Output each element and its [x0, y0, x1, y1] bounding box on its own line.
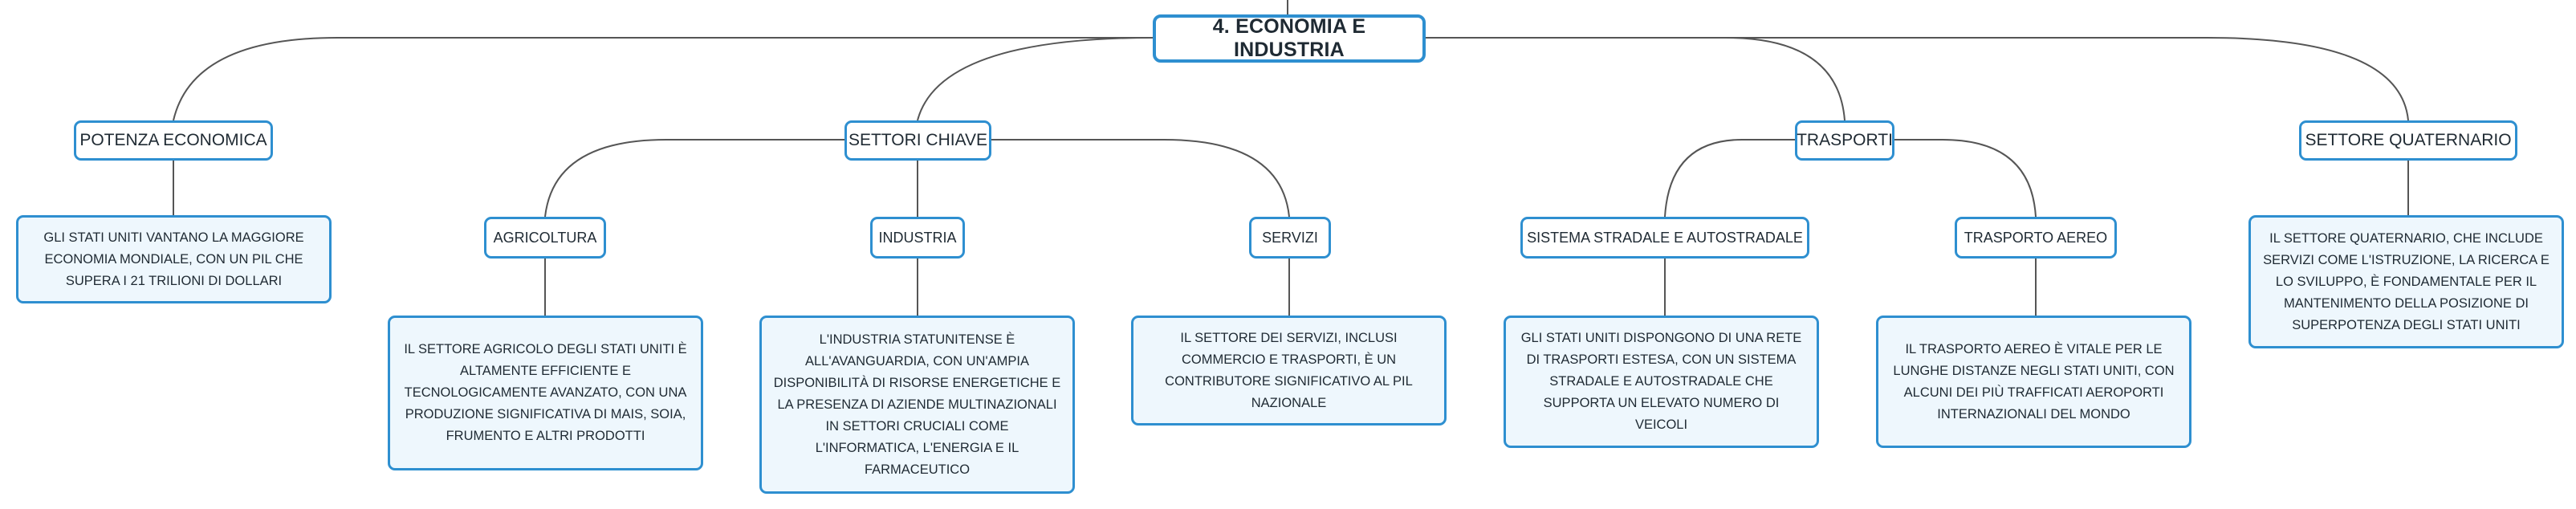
detail-text: IL SETTORE DEI SERVIZI, INCLUSI COMMERCI…: [1165, 330, 1413, 410]
detail-text: IL SETTORE QUATERNARIO, CHE INCLUDE SERV…: [2263, 230, 2550, 332]
detail-text: IL TRASPORTO AEREO È VITALE PER LE LUNGH…: [1893, 341, 2175, 421]
topic-label: SETTORE QUATERNARIO: [2305, 131, 2512, 149]
subtopic-label: SERVIZI: [1262, 229, 1318, 246]
connector-trasporti-stradale: [1664, 139, 1795, 218]
connector-trasporti-aereo: [1894, 139, 2037, 218]
subtopic-label: AGRICOLTURA: [493, 229, 597, 246]
detail-servizi[interactable]: IL SETTORE DEI SERVIZI, INCLUSI COMMERCI…: [1131, 316, 1447, 426]
connector-root-potenza: [173, 37, 1153, 121]
detail-text: GLI STATI UNITI DISPONGONO DI UNA RETE D…: [1520, 331, 1802, 432]
connector-root-quaternario: [1422, 37, 2409, 121]
subtopic-label: SISTEMA STRADALE E AUTOSTRADALE: [1527, 229, 1803, 246]
detail-text: GLI STATI UNITI VANTANO LA MAGGIORE ECON…: [43, 230, 304, 288]
topic-label: POTENZA ECONOMICA: [79, 131, 267, 149]
connector-settori-servizi: [991, 139, 1290, 218]
detail-potenza-economica[interactable]: GLI STATI UNITI VANTANO LA MAGGIORE ECON…: [16, 215, 332, 303]
topic-label: TRASPORTI: [1797, 131, 1893, 149]
topic-label: SETTORI CHIAVE: [848, 131, 988, 149]
connector-root-settori: [917, 37, 1154, 121]
subtopic-industria[interactable]: INDUSTRIA: [870, 217, 965, 259]
topic-trasporti[interactable]: TRASPORTI: [1795, 120, 1894, 161]
detail-text: IL SETTORE AGRICOLO DEGLI STATI UNITI È …: [404, 342, 687, 443]
connector-settori-agricoltura: [544, 139, 844, 218]
subtopic-sistema-stradale[interactable]: SISTEMA STRADALE E AUTOSTRADALE: [1520, 217, 1809, 259]
detail-text: L'INDUSTRIA STATUNITENSE È ALL'AVANGUARD…: [773, 332, 1061, 477]
root-topic[interactable]: 4. ECONOMIA E INDUSTRIA: [1153, 14, 1426, 63]
root-topic-label: 4. ECONOMIA E INDUSTRIA: [1212, 15, 1366, 61]
detail-settore-quaternario[interactable]: IL SETTORE QUATERNARIO, CHE INCLUDE SERV…: [2248, 215, 2564, 348]
subtopic-label: TRASPORTO AEREO: [1964, 229, 2108, 246]
subtopic-label: INDUSTRIA: [878, 229, 957, 246]
topic-settori-chiave[interactable]: SETTORI CHIAVE: [844, 120, 991, 161]
detail-sistema-stradale[interactable]: GLI STATI UNITI DISPONGONO DI UNA RETE D…: [1504, 316, 1819, 448]
subtopic-trasporto-aereo[interactable]: TRASPORTO AEREO: [1955, 217, 2117, 259]
subtopic-servizi[interactable]: SERVIZI: [1249, 217, 1331, 259]
detail-agricoltura[interactable]: IL SETTORE AGRICOLO DEGLI STATI UNITI È …: [388, 316, 703, 470]
topic-potenza-economica[interactable]: POTENZA ECONOMICA: [74, 120, 273, 161]
topic-settore-quaternario[interactable]: SETTORE QUATERNARIO: [2299, 120, 2517, 161]
subtopic-agricoltura[interactable]: AGRICOLTURA: [484, 217, 606, 259]
detail-industria[interactable]: L'INDUSTRIA STATUNITENSE È ALL'AVANGUARD…: [759, 316, 1075, 494]
connector-root-trasporti: [1422, 37, 1846, 121]
detail-trasporto-aereo[interactable]: IL TRASPORTO AEREO È VITALE PER LE LUNGH…: [1876, 316, 2191, 448]
